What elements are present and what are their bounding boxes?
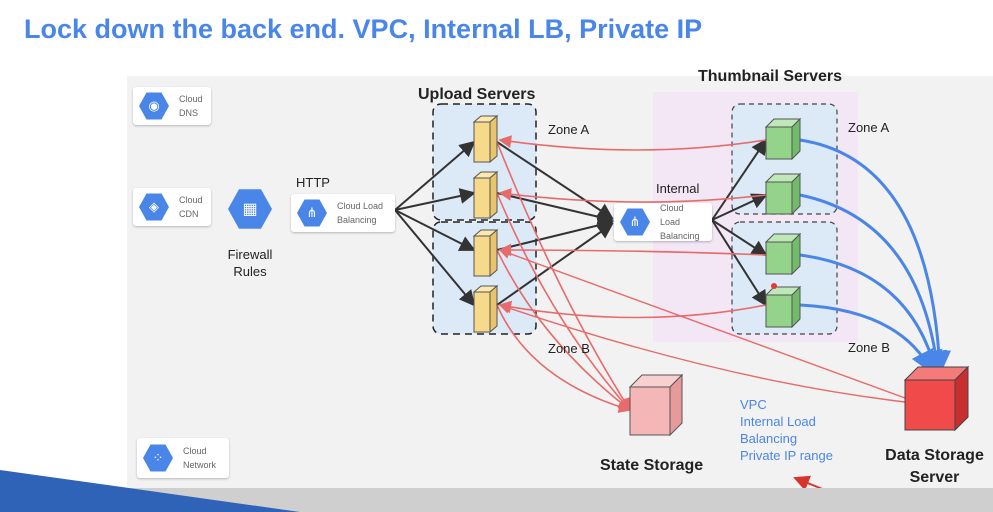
- upload-to-internal-lb-arrows: [496, 141, 614, 306]
- internal-load-balancer-icon: ⋔: [620, 208, 650, 236]
- upload-to-state-red-arrows: [496, 141, 632, 413]
- upload-zone-b-label: Zone B: [548, 341, 590, 356]
- internal-label: Internal: [656, 181, 700, 196]
- thumb-server: [764, 117, 802, 161]
- upload-server: [472, 170, 499, 220]
- cloud-load-balancing-label: Cloud Load Balancing: [337, 201, 384, 225]
- cdn-icon: ◈: [139, 193, 169, 221]
- firewall-rules-label: Firewall Rules: [227, 247, 273, 279]
- network-icon: ⁘: [143, 444, 173, 472]
- upload-servers: [472, 114, 499, 334]
- cloud-load-balancing-card: ⋔ Cloud Load Balancing: [291, 194, 395, 232]
- thumbnail-servers: [764, 117, 802, 329]
- thumb-server: [764, 285, 802, 329]
- lb-to-upload-arrows: [394, 140, 476, 307]
- http-label: HTTP: [296, 175, 330, 190]
- internal-load-balancing-label: Cloud Load Balancing: [660, 203, 700, 241]
- thumb-server: [764, 172, 802, 216]
- upload-server: [472, 228, 499, 278]
- state-storage-cube: [628, 373, 684, 437]
- upload-server: [472, 284, 499, 334]
- status-dot: [771, 283, 777, 289]
- thumb-to-upload-red-arrows: [498, 135, 767, 319]
- thumb-zone-a-label: Zone A: [848, 120, 890, 135]
- load-balancer-icon: ⋔: [297, 199, 327, 227]
- upload-server: [472, 114, 499, 164]
- cloud-cdn-label: Cloud CDN: [179, 195, 203, 219]
- cloud-cdn-card: ◈ Cloud CDN: [133, 188, 211, 226]
- upload-zone-a-label: Zone A: [548, 122, 590, 137]
- thumb-zone-b-label: Zone B: [848, 340, 890, 355]
- thumb-to-data-blue-arrows: [799, 138, 951, 375]
- data-to-upload-red-arrows: [498, 248, 906, 403]
- slide-title: Lock down the back end. VPC, Internal LB…: [24, 14, 703, 44]
- dns-icon: ◉: [139, 92, 169, 120]
- state-storage-label: State Storage: [600, 457, 704, 474]
- internal-load-balancing-card: ⋔ Cloud Load Balancing: [614, 203, 712, 241]
- upload-servers-title: Upload Servers: [418, 86, 536, 103]
- cloud-network-label: Cloud Network: [183, 446, 217, 470]
- thumb-server: [764, 232, 802, 276]
- internal-lb-to-thumb-arrows: [711, 138, 768, 307]
- bottom-accent: [0, 470, 300, 512]
- data-storage-label: Data Storage Server: [885, 447, 984, 486]
- vpc-note: VPC Internal Load Balancing Private IP r…: [740, 397, 833, 463]
- cloud-dns-label: Cloud DNS: [179, 94, 203, 118]
- data-storage-cube: [903, 365, 970, 432]
- thumbnail-servers-title: Thumbnail Servers: [698, 68, 843, 85]
- cloud-dns-card: ◉ Cloud DNS: [133, 87, 211, 125]
